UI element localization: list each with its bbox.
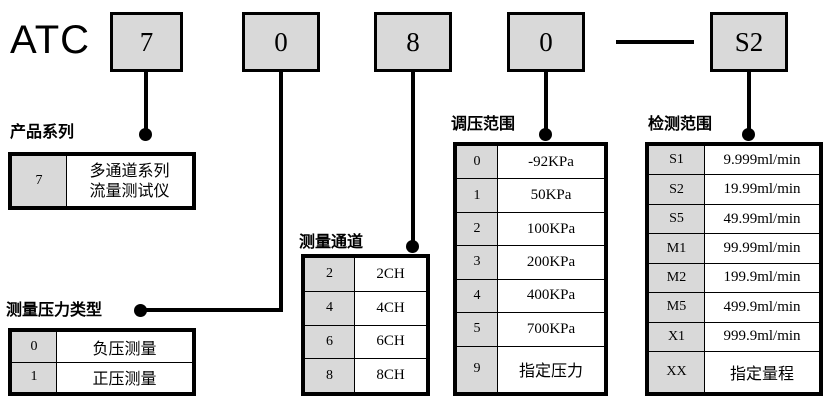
connector-dot-series <box>139 128 152 141</box>
cell-code: 1 <box>11 361 57 393</box>
cell-value: 负压测量 <box>56 331 193 363</box>
connector-line-pressure-type-vertical <box>279 72 283 312</box>
table-row: XX 指定量程 <box>648 351 820 393</box>
connector-line-channels <box>411 72 415 247</box>
cell-value: 9.999ml/min <box>704 144 820 176</box>
cell-value: 19.99ml/min <box>704 174 820 205</box>
caption-product-series: 产品系列 <box>10 122 75 141</box>
code-box-pressure-type[interactable]: 0 <box>242 12 320 72</box>
table-pressure-range: 0 -92KPa 1 50KPa 2 100KPa 3 200KPa 4 400… <box>453 142 608 396</box>
cell-value: 正压测量 <box>56 361 193 393</box>
cell-code: S1 <box>648 144 705 176</box>
cell-value: 700KPa <box>497 312 605 347</box>
connector-line-pressure-type-horizontal <box>139 308 283 312</box>
cell-code: S2 <box>648 174 705 205</box>
cell-value-line1: 多通道系列 <box>89 161 170 180</box>
connector-dot-channels <box>406 240 419 253</box>
caption-pressure-range: 调压范围 <box>451 114 516 133</box>
table-row: 0 -92KPa <box>456 144 605 180</box>
cell-code: 4 <box>456 278 498 314</box>
cell-code: 6 <box>304 324 355 360</box>
cell-code: M1 <box>648 233 705 264</box>
cell-value: 指定量程 <box>704 351 820 393</box>
cell-code: S5 <box>648 203 705 235</box>
connector-line-series <box>144 72 148 134</box>
cell-value: 指定压力 <box>497 345 605 394</box>
table-product-series: 7 多通道系列 流量测试仪 <box>8 152 196 210</box>
table-row: 3 200KPa <box>456 245 605 280</box>
cell-value: 999.9ml/min <box>704 321 820 353</box>
cell-value: 49.99ml/min <box>704 203 820 235</box>
code-separator-dash <box>616 40 694 44</box>
cell-value: 2CH <box>354 257 427 292</box>
connector-dot-pressure-type <box>134 304 147 317</box>
cell-value: 100KPa <box>497 211 605 247</box>
table-row: M5 499.9ml/min <box>648 292 820 323</box>
cell-value: 4CH <box>354 290 427 326</box>
table-row: 1 50KPa <box>456 178 605 213</box>
connector-dot-pressure-range <box>539 128 552 141</box>
cell-value: 多通道系列 流量测试仪 <box>66 155 193 207</box>
table-row: S1 9.999ml/min <box>648 144 820 176</box>
cell-code: 8 <box>304 358 355 393</box>
table-row: M1 99.99ml/min <box>648 233 820 264</box>
cell-code: 3 <box>456 245 498 280</box>
table-detection-range: S1 9.999ml/min S2 19.99ml/min S5 49.99ml… <box>645 142 823 396</box>
table-row: M2 199.9ml/min <box>648 262 820 294</box>
code-box-pressure-range[interactable]: 0 <box>507 12 585 72</box>
cell-value-line2: 流量测试仪 <box>89 181 170 200</box>
connector-line-detection-range <box>747 72 751 134</box>
caption-detection-range: 检测范围 <box>648 114 713 133</box>
cell-value: 6CH <box>354 324 427 360</box>
table-pressure-type: 0 负压测量 1 正压测量 <box>8 328 196 396</box>
cell-code: 9 <box>456 345 498 394</box>
table-row: 4 4CH <box>304 290 427 326</box>
cell-value: 8CH <box>354 358 427 393</box>
caption-measure-channels: 测量通道 <box>299 232 364 251</box>
table-row: 7 多通道系列 流量测试仪 <box>11 155 193 207</box>
cell-code: 2 <box>456 211 498 247</box>
table-row: 1 正压测量 <box>11 361 193 393</box>
cell-value: -92KPa <box>497 144 605 180</box>
table-row: 6 6CH <box>304 324 427 360</box>
cell-value: 200KPa <box>497 245 605 280</box>
table-row: S2 19.99ml/min <box>648 174 820 205</box>
cell-code: 2 <box>304 257 355 292</box>
caption-pressure-type: 测量压力类型 <box>6 300 103 319</box>
connector-line-pressure-range <box>544 72 548 134</box>
table-row: 9 指定压力 <box>456 345 605 394</box>
cell-code: X1 <box>648 321 705 353</box>
connector-dot-detection-range <box>742 128 755 141</box>
table-row: 2 2CH <box>304 257 427 292</box>
cell-value: 50KPa <box>497 178 605 213</box>
table-row: 0 负压测量 <box>11 331 193 363</box>
code-box-channels[interactable]: 8 <box>374 12 452 72</box>
table-row: 2 100KPa <box>456 211 605 247</box>
cell-code: 7 <box>11 155 67 207</box>
cell-value: 99.99ml/min <box>704 233 820 264</box>
code-box-series[interactable]: 7 <box>110 12 183 72</box>
cell-value: 199.9ml/min <box>704 262 820 294</box>
cell-code: 0 <box>456 144 498 180</box>
cell-code: 4 <box>304 290 355 326</box>
table-row: 5 700KPa <box>456 312 605 347</box>
cell-code: 1 <box>456 178 498 213</box>
cell-code: M2 <box>648 262 705 294</box>
cell-value: 499.9ml/min <box>704 292 820 323</box>
cell-code: M5 <box>648 292 705 323</box>
table-row: X1 999.9ml/min <box>648 321 820 353</box>
code-box-detection-range[interactable]: S2 <box>710 12 788 72</box>
table-measure-channels: 2 2CH 4 4CH 6 6CH 8 8CH <box>301 254 430 396</box>
cell-code: 0 <box>11 331 57 363</box>
cell-code: 5 <box>456 312 498 347</box>
table-row: 8 8CH <box>304 358 427 393</box>
table-row: 4 400KPa <box>456 278 605 314</box>
cell-value: 400KPa <box>497 278 605 314</box>
cell-code: XX <box>648 351 705 393</box>
code-prefix-atc: ATC <box>10 18 91 62</box>
table-row: S5 49.99ml/min <box>648 203 820 235</box>
